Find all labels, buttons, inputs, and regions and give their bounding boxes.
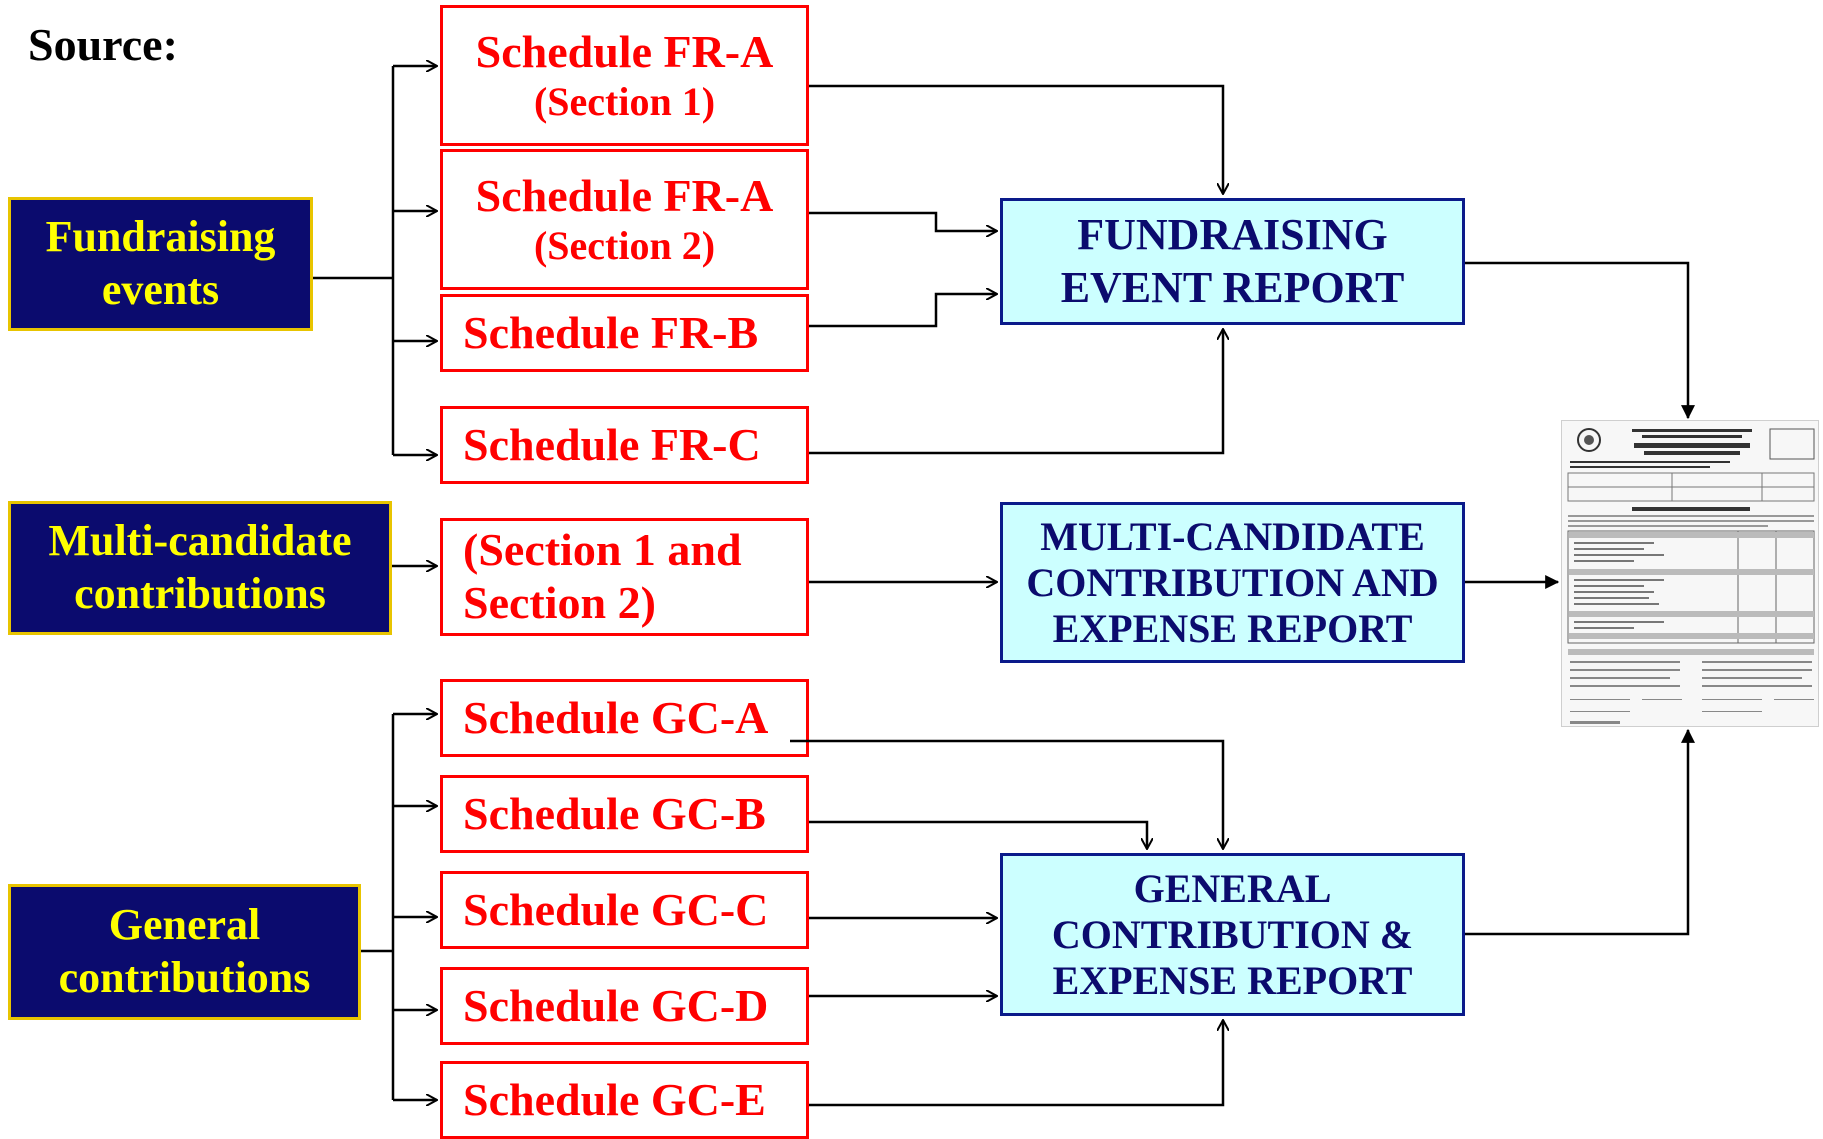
schedule-gc-d-label: Schedule GC-D	[463, 979, 769, 1031]
fundraising-report-to-form	[1465, 261, 1695, 420]
multi-candidate-report-label: MULTI-CANDIDATE CONTRIBUTION AND EXPENSE…	[1026, 513, 1439, 651]
fr-a-1-to-report	[809, 84, 1223, 194]
schedule-gc-b-label: Schedule GC-B	[463, 787, 766, 839]
schedule-gc-d: Schedule GC-D	[440, 967, 809, 1045]
schedule-fr-b-label: Schedule FR-B	[463, 306, 759, 358]
multi-candidate-report-box: MULTI-CANDIDATE CONTRIBUTION AND EXPENSE…	[1000, 502, 1465, 663]
multi-candidate-contributions-label: Multi-candidate contributions	[48, 516, 352, 618]
schedule-multi-candidate-sections: (Section 1 and Section 2)	[440, 518, 809, 636]
general-contribution-report-label: GENERAL CONTRIBUTION & EXPENSE REPORT	[1051, 865, 1414, 1003]
fr-c-to-report	[809, 329, 1223, 455]
fundraising-events-label: Fundraising events	[45, 212, 276, 314]
schedule-fr-c: Schedule FR-C	[440, 406, 809, 484]
campaign-statement-form-thumbnail	[1561, 420, 1819, 727]
schedule-gc-b: Schedule GC-B	[440, 775, 809, 853]
schedule-fr-b: Schedule FR-B	[440, 294, 809, 372]
general-contributions-label: General contributions	[58, 900, 311, 1002]
fr-a-2-to-report	[809, 211, 997, 231]
general-report-to-form	[1465, 728, 1695, 936]
schedule-gc-a-label: Schedule GC-A	[463, 691, 769, 743]
schedule-gc-e: Schedule GC-E	[440, 1061, 809, 1139]
fundraising-event-report-label: FUNDRAISING EVENT REPORT	[1060, 209, 1405, 312]
general-contributions-box: General contributions	[8, 884, 361, 1020]
schedule-fr-a-2-subtitle: (Section 2)	[533, 222, 716, 268]
source-label: Source:	[28, 19, 178, 70]
form-document-icon	[1562, 421, 1818, 726]
schedule-fr-c-label: Schedule FR-C	[463, 418, 761, 470]
fr-b-to-report	[809, 294, 997, 328]
schedule-fr-a-section-1: Schedule FR-A (Section 1)	[440, 5, 809, 146]
schedule-mc-line-1: (Section 1 and	[463, 524, 742, 576]
schedule-gc-e-label: Schedule GC-E	[463, 1073, 766, 1125]
schedule-fr-a-section-2: Schedule FR-A (Section 2)	[440, 149, 809, 290]
schedule-gc-a: Schedule GC-A	[440, 679, 809, 757]
schedule-gc-c-label: Schedule GC-C	[463, 883, 769, 935]
fundraising-event-report-box: FUNDRAISING EVENT REPORT	[1000, 198, 1465, 325]
schedule-mc-line-2: Section 2)	[463, 577, 656, 628]
schedule-fr-a-2-title: Schedule FR-A	[475, 170, 774, 222]
general-contribution-report-box: GENERAL CONTRIBUTION & EXPENSE REPORT	[1000, 853, 1465, 1016]
multi-candidate-contributions-box: Multi-candidate contributions	[8, 501, 392, 635]
gc-a-to-report	[790, 739, 1223, 849]
gc-e-to-report	[809, 1020, 1223, 1107]
schedule-fr-a-1-subtitle: (Section 1)	[533, 78, 716, 124]
gc-b-to-report	[809, 820, 1147, 849]
fundraising-events-box: Fundraising events	[8, 197, 313, 331]
schedule-fr-a-1-title: Schedule FR-A	[475, 26, 774, 78]
schedule-gc-c: Schedule GC-C	[440, 871, 809, 949]
